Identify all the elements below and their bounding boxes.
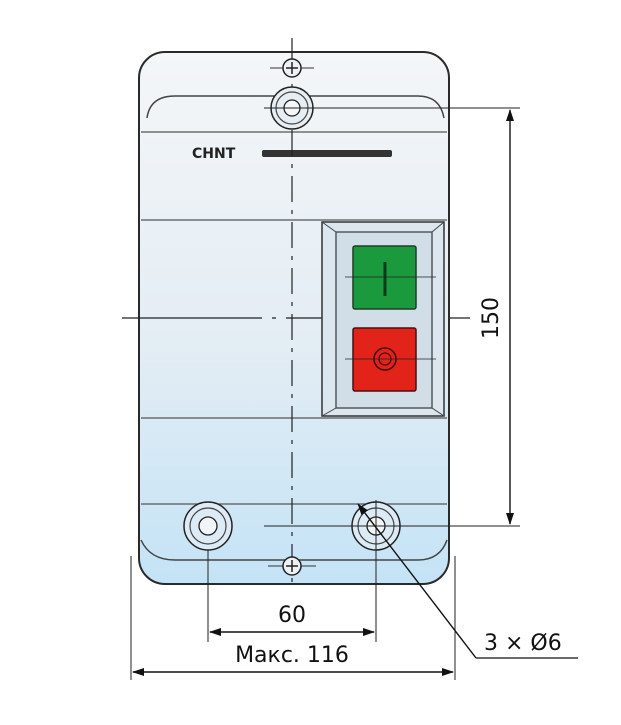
holes-leader: 3 × Ø6 [357, 503, 578, 659]
brand-logo: CHNT [192, 146, 236, 162]
height-label: 150 [479, 297, 504, 339]
height-dimension: 150 [479, 109, 514, 525]
top-screw-icon [270, 58, 314, 78]
holes-label: 3 × Ø6 [484, 631, 562, 656]
hole-spacing-label: 60 [278, 603, 306, 628]
start-button[interactable] [345, 245, 436, 310]
bottom-screw-icon [268, 556, 316, 576]
stop-button[interactable] [345, 327, 436, 392]
brand-label: CHNT [192, 146, 392, 162]
max-width-label: Макс. 116 [235, 643, 349, 668]
bottom-left-mounting-hole-icon [183, 501, 233, 551]
hole-spacing-dimension: 60 [207, 500, 377, 642]
max-width-dimension: Макс. 116 [130, 556, 456, 680]
